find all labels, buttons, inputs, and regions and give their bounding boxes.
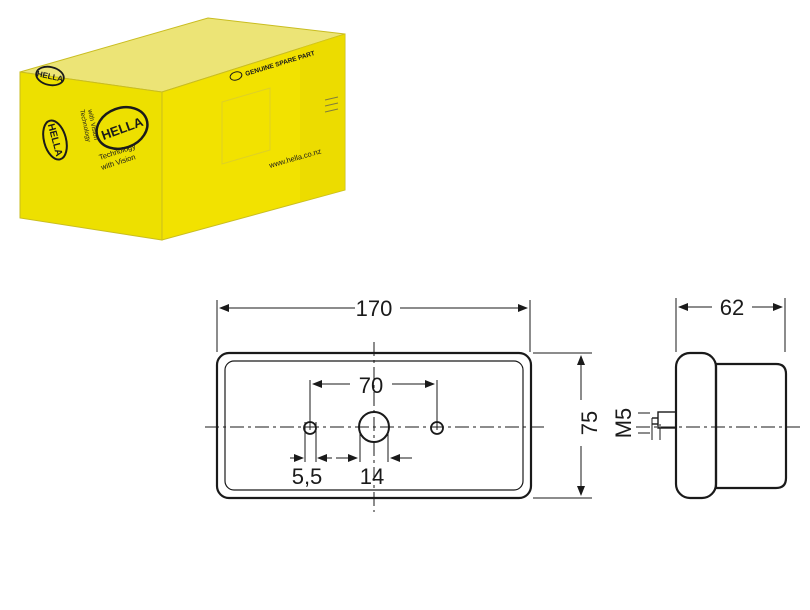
- depth-dimension-label: 62: [720, 295, 744, 320]
- thread-dimension-label: M5: [611, 408, 636, 439]
- hole-spacing-dimension-label: 70: [359, 373, 383, 398]
- width-dimension-label: 170: [356, 296, 393, 321]
- height-dimension-label: 75: [577, 411, 602, 435]
- barcode-label: [324, 96, 339, 113]
- small-logo-icon: [229, 71, 243, 81]
- center-hole-dimension-label: 14: [360, 464, 384, 489]
- hole-diameter-dimension-label: 5,5: [292, 464, 323, 489]
- side-view-drawing: [636, 298, 800, 500]
- front-view-drawing: [205, 300, 592, 512]
- product-box: HELLA Technology with Vision GENUINE SPA…: [19, 17, 346, 241]
